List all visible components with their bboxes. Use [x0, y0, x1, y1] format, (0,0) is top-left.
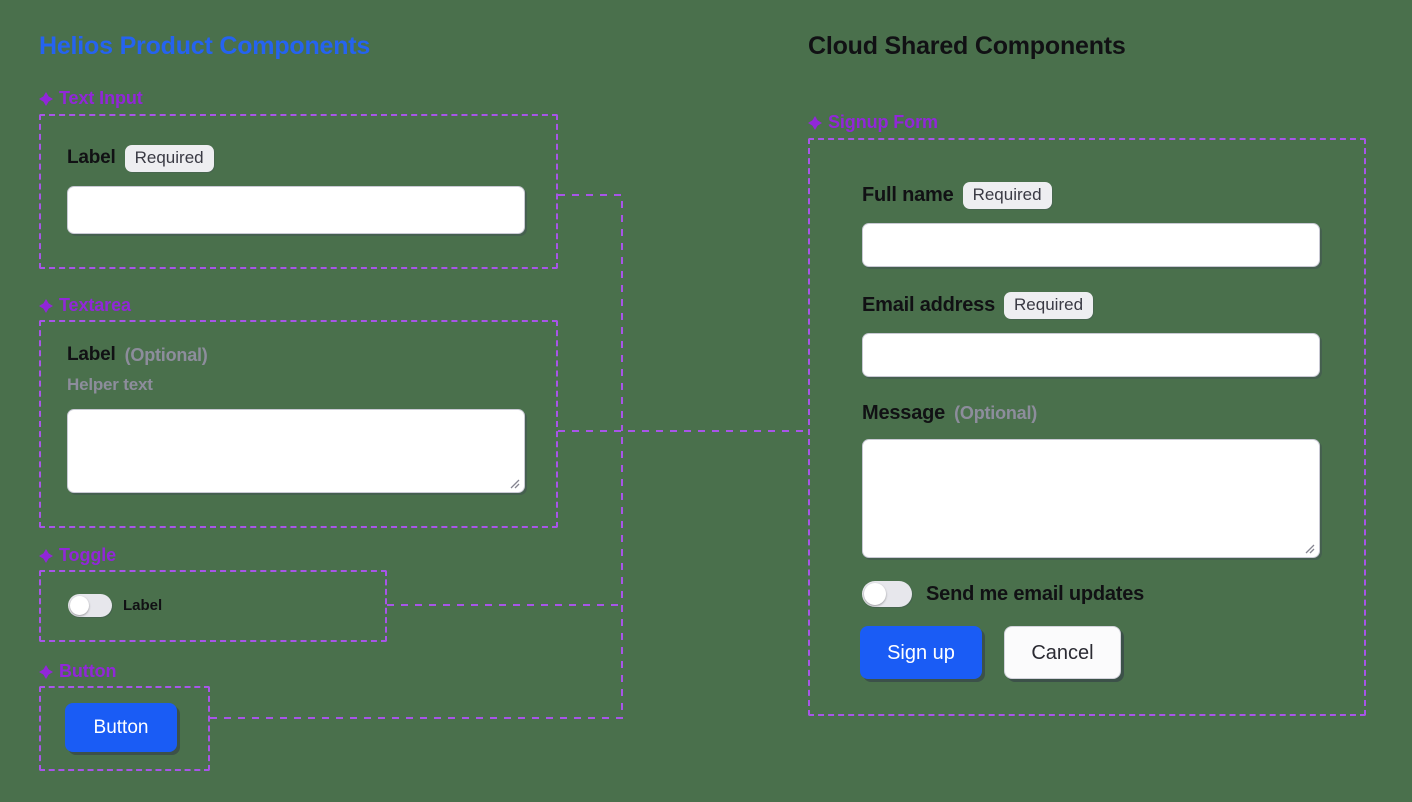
page-title-left: Helios Product Components — [39, 32, 371, 60]
full-name-header: Full name Required — [862, 182, 1320, 209]
cancel-button[interactable]: Cancel — [1004, 626, 1121, 679]
toggle-knob — [70, 596, 89, 615]
text-input-required-badge: Required — [124, 145, 214, 172]
textarea-control[interactable] — [68, 410, 524, 492]
page-title-right: Cloud Shared Components — [808, 32, 1126, 60]
text-input-label: Label — [67, 147, 116, 169]
full-name-field[interactable] — [862, 222, 1320, 267]
diamond-icon — [808, 115, 822, 130]
email-required-badge: Required — [1004, 292, 1094, 319]
frame-text-input — [39, 114, 558, 269]
email-label: Email address — [862, 293, 996, 316]
signup-toggle-row[interactable]: Send me email updates — [862, 581, 1144, 607]
frame-signup-form — [808, 138, 1366, 716]
textarea-optional-tag: (Optional) — [124, 344, 208, 365]
text-input-control[interactable] — [68, 186, 524, 233]
section-label-text: Button — [59, 661, 117, 681]
email-updates-label: Send me email updates — [926, 582, 1145, 605]
email-control[interactable] — [863, 333, 1319, 376]
sign-up-button[interactable]: Sign up — [860, 626, 982, 679]
text-input-header: Label Required — [67, 145, 527, 172]
section-label-textarea: Textarea — [39, 295, 131, 316]
textarea-label: Label — [67, 344, 116, 365]
full-name-required-badge: Required — [962, 182, 1052, 209]
diamond-icon — [39, 664, 53, 679]
diamond-icon — [39, 548, 53, 563]
textarea-header: Label (Optional) — [67, 344, 527, 366]
text-input-field[interactable] — [67, 185, 525, 234]
toggle-label: Label — [123, 597, 163, 614]
message-header: Message (Optional) — [862, 402, 1320, 425]
signup-field-message: Message (Optional) — [862, 402, 1320, 558]
email-field[interactable] — [862, 332, 1320, 377]
toggle-switch[interactable] — [68, 594, 112, 617]
component-text-input: Label Required — [67, 145, 527, 234]
textarea-helper-text: Helper text — [67, 375, 153, 394]
section-label-text: Text Input — [59, 88, 143, 108]
resize-grip-icon[interactable] — [1303, 542, 1315, 554]
full-name-control[interactable] — [863, 223, 1319, 266]
signup-field-full-name: Full name Required — [862, 182, 1320, 267]
component-textarea: Label (Optional) Helper text — [67, 344, 527, 493]
signup-field-email: Email address Required — [862, 292, 1320, 377]
message-label: Message — [862, 402, 946, 424]
section-label-button: Button — [39, 661, 116, 682]
email-header: Email address Required — [862, 292, 1320, 319]
section-label-toggle: Toggle — [39, 545, 116, 566]
email-updates-toggle[interactable] — [862, 581, 912, 607]
button-demo[interactable]: Button — [65, 703, 177, 752]
resize-grip-icon[interactable] — [508, 477, 520, 489]
section-label-text-input: Text Input — [39, 88, 143, 109]
connector-text-input — [558, 194, 623, 431]
section-label-text: Signup Form — [828, 112, 938, 132]
component-toggle[interactable]: Label — [68, 594, 162, 617]
textarea-field[interactable] — [67, 409, 525, 493]
message-field[interactable] — [862, 439, 1320, 558]
section-label-signup-form: Signup Form — [808, 112, 938, 133]
section-label-text: Toggle — [59, 545, 117, 565]
diamond-icon — [39, 91, 53, 106]
message-optional-tag: (Optional) — [954, 403, 1038, 423]
frame-button — [39, 686, 210, 771]
diamond-icon — [39, 298, 53, 313]
toggle-knob — [864, 583, 886, 605]
message-control[interactable] — [863, 440, 1319, 557]
full-name-label: Full name — [862, 183, 954, 206]
section-label-text: Textarea — [59, 295, 131, 315]
